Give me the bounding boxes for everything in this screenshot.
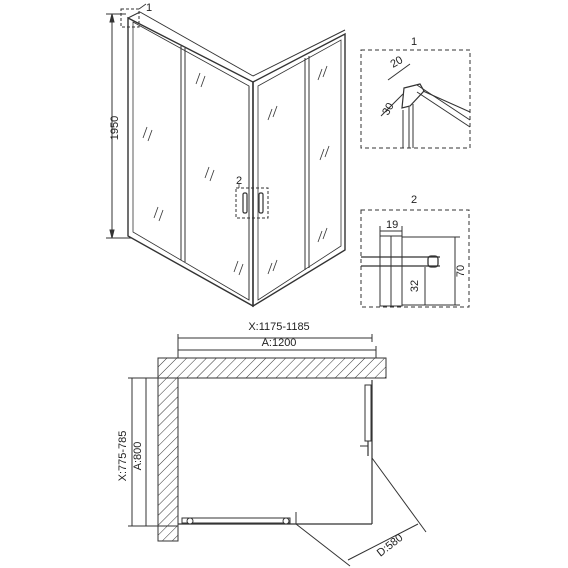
- callout-2-number: 2: [236, 175, 242, 187]
- plan-left-wall: [157, 377, 179, 542]
- detail-2-frame: [360, 209, 470, 308]
- detail-1-rail-a: [416, 84, 471, 121]
- plan-right-door-frame: [364, 384, 372, 442]
- dim-d-ext-bottom: [295, 523, 351, 567]
- detail-2-dim-height: 70: [455, 265, 467, 277]
- top-rail: [139, 11, 254, 77]
- dim-a-width-label: A:1200: [262, 337, 297, 349]
- detail-1: [360, 49, 471, 149]
- dim-a-depth-label: A:800: [132, 442, 144, 471]
- height-arrow-top: [109, 13, 115, 23]
- callout-1-leader: [138, 3, 147, 10]
- detail-1-rail-c: [422, 90, 471, 113]
- callout-1-number: 1: [146, 2, 152, 14]
- detail-2-handle-end: [427, 255, 439, 268]
- dim-d-line: [347, 523, 419, 561]
- detail-1-dim-30: [380, 93, 404, 117]
- callout-2-box: [235, 187, 269, 219]
- detail-2-number: 2: [411, 194, 417, 206]
- detail-2-dim-profile: 32: [409, 280, 421, 292]
- plan-roller-right: [282, 517, 290, 525]
- dim-x-depth-label: X:775-785: [117, 431, 129, 482]
- detail-1-dim-b: 30: [380, 101, 397, 118]
- plan-bottom-door-frame: [181, 517, 291, 524]
- plan-view: [128, 334, 427, 567]
- door-handle-right: [258, 192, 264, 214]
- height-label: 1950: [109, 116, 121, 140]
- top-rail-left: [127, 11, 141, 19]
- dim-x-width-label: X:1175-1185: [248, 321, 309, 333]
- plan-roller-left: [186, 517, 194, 525]
- detail-1-corner: [401, 83, 425, 109]
- detail-1-dim-20: [387, 63, 411, 81]
- callout-1-box: [120, 8, 140, 28]
- detail-2-dim-width: 19: [386, 219, 398, 231]
- detail-1-frame: [360, 49, 471, 149]
- dim-d-label: D:580: [375, 532, 406, 560]
- top-rail-right: [252, 29, 346, 77]
- detail-1-dim-a: 20: [389, 54, 406, 71]
- left-wall-outline: [127, 16, 254, 308]
- right-wall-outline: [252, 32, 346, 308]
- plan-top-wall: [157, 357, 387, 379]
- door-handle-left: [242, 192, 248, 214]
- detail-1-number: 1: [411, 36, 417, 48]
- detail-1-rail-b: [416, 91, 471, 128]
- height-arrow-bottom: [109, 229, 115, 239]
- glass-reflections: [142, 65, 330, 276]
- detail-2: [360, 209, 470, 308]
- right-wall-inner: [257, 39, 342, 301]
- dim-d-ext-top: [371, 457, 427, 533]
- perspective-view: [106, 3, 346, 308]
